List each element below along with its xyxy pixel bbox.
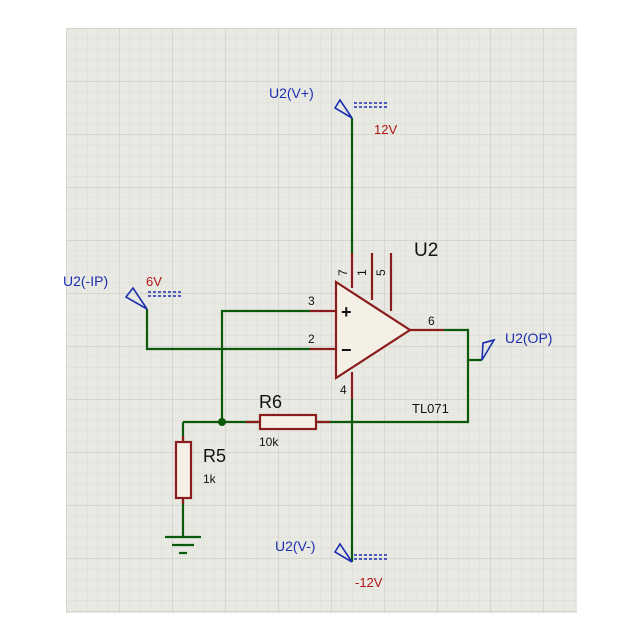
r6-ref: R6	[259, 392, 282, 412]
opamp-part: TL071	[412, 401, 449, 416]
probe-vplus[interactable]: U2(V+) 12V	[269, 85, 397, 137]
wire-output[interactable]	[444, 328, 482, 362]
opamp-u2[interactable]: + − 3 2 6 4 7 1 5 U2 TL071	[308, 240, 449, 416]
pin-label-6: 6	[428, 314, 435, 328]
ground-symbol	[165, 535, 201, 555]
pin-label-4: 4	[340, 383, 347, 397]
opamp-minus-sign: −	[341, 340, 352, 360]
opamp-triangle[interactable]	[334, 279, 413, 381]
probe-vminus-value: -12V	[355, 575, 383, 590]
pin-label-3: 3	[308, 294, 315, 308]
probe-input[interactable]: U2(-IP) 6V	[63, 273, 182, 310]
r6-body[interactable]	[258, 413, 318, 431]
probe-vminus[interactable]: U2(V-) -12V	[275, 538, 388, 590]
probe-input-value: 6V	[146, 274, 162, 289]
probe-vplus-value: 12V	[374, 122, 397, 137]
resistor-r6[interactable]: R6 10k	[246, 392, 330, 449]
r5-body[interactable]	[174, 440, 193, 500]
pin-label-7: 7	[336, 269, 350, 276]
probe-vplus-label: U2(V+)	[269, 85, 314, 101]
opamp-plus-sign: +	[341, 302, 352, 322]
grid-major	[66, 28, 577, 613]
r6-value: 10k	[259, 435, 279, 449]
probe-output[interactable]: U2(OP)	[481, 330, 552, 361]
pin-label-1: 1	[355, 269, 369, 276]
pin-label-5: 5	[374, 269, 388, 276]
resistor-r5[interactable]: R5 1k	[174, 436, 226, 504]
r5-value: 1k	[203, 472, 217, 486]
opamp-ref: U2	[414, 240, 438, 261]
junction-dot	[218, 418, 226, 426]
probe-output-label: U2(OP)	[505, 330, 552, 346]
probe-vminus-label: U2(V-)	[275, 538, 315, 554]
wire-noninv-in[interactable]	[220, 309, 310, 422]
probe-input-label: U2(-IP)	[63, 273, 108, 289]
wire-inv-in[interactable]	[145, 309, 310, 351]
pin-label-2: 2	[308, 332, 315, 346]
wire-feedback[interactable]	[318, 360, 470, 424]
r5-ref: R5	[203, 446, 226, 466]
